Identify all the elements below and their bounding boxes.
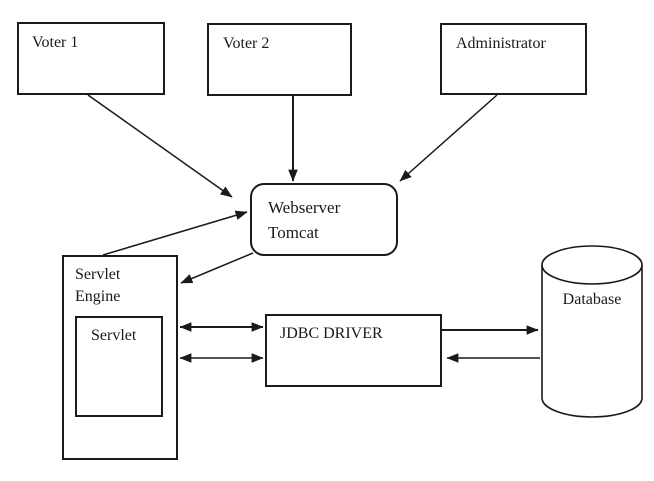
database-cylinder-shape (541, 245, 643, 418)
node-administrator-label: Administrator (456, 35, 546, 52)
arrow-administrator-to-webserver (399, 94, 498, 182)
node-voter-1: Voter 1 (17, 22, 165, 95)
node-voter-1-label: Voter 1 (32, 34, 79, 51)
node-servlet: Servlet (75, 316, 163, 417)
node-webserver-label-line2: Tomcat (268, 223, 319, 242)
node-webserver-tomcat: Webserver Tomcat (250, 183, 398, 256)
node-servlet-engine-label-line1: Servlet (75, 266, 121, 283)
node-voter-2-label: Voter 2 (223, 35, 270, 52)
node-jdbc-driver: JDBC DRIVER (265, 314, 442, 387)
node-database-label: Database (562, 291, 622, 308)
node-voter-2: Voter 2 (207, 23, 352, 96)
arrow-servlet-engine-to-webserver (102, 210, 248, 256)
node-jdbc-driver-label: JDBC DRIVER (280, 325, 383, 342)
node-servlet-label: Servlet (91, 327, 137, 344)
node-servlet-engine-label-line2: Engine (75, 288, 121, 305)
arrow-voter1-to-webserver (87, 94, 233, 198)
node-administrator: Administrator (440, 23, 587, 95)
node-webserver-label-line1: Webserver (268, 198, 341, 217)
arrow-webserver-to-servlet-engine (180, 252, 254, 284)
